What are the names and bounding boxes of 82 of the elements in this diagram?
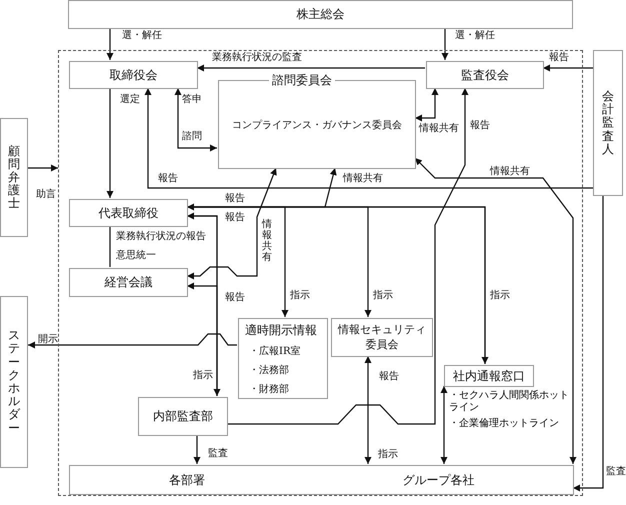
edge-label: 情報共有 bbox=[262, 219, 272, 263]
arrow bbox=[187, 168, 277, 280]
process-box bbox=[69, 61, 198, 89]
node-label: ステークホルダー bbox=[8, 329, 20, 435]
edge-label: 選定 bbox=[120, 94, 140, 106]
arrow bbox=[543, 64, 593, 72]
node-label: 適時開示情報 bbox=[245, 322, 317, 339]
dashed-boundary bbox=[58, 50, 583, 496]
edge-label: 報告 bbox=[379, 371, 399, 382]
process-box bbox=[331, 318, 433, 357]
note-label: 意思統一 bbox=[116, 250, 156, 262]
arrow bbox=[106, 29, 114, 60]
edge-label: 選・解任 bbox=[122, 30, 162, 42]
edge-label: 監査 bbox=[208, 448, 228, 460]
arrow bbox=[414, 158, 576, 464]
vertical-box bbox=[0, 118, 28, 237]
arrow bbox=[415, 88, 438, 122]
vertical-box bbox=[0, 296, 28, 468]
list-item: ・広報IR室 bbox=[249, 344, 300, 358]
node-label: コンプライアンス・ガバナンス委員会 bbox=[232, 118, 402, 132]
node-label: 社内通報窓口 bbox=[452, 368, 526, 384]
list-item: ・法務部 bbox=[249, 364, 289, 377]
vertical-box bbox=[593, 50, 623, 196]
process-box bbox=[68, 0, 573, 29]
edge-label: 選・解任 bbox=[455, 30, 495, 42]
arrow bbox=[227, 88, 468, 425]
edge-label: 業務執行状況の報告 bbox=[116, 231, 206, 242]
process-box bbox=[69, 465, 574, 495]
edge-label: 指示 bbox=[193, 370, 213, 382]
arrow bbox=[144, 88, 593, 189]
edge-label: 報告 bbox=[470, 120, 490, 132]
edge-label: 開示 bbox=[38, 334, 58, 346]
process-box bbox=[138, 397, 228, 436]
process-box bbox=[238, 318, 328, 399]
group-heading: 諮問委員会 bbox=[269, 73, 335, 88]
note-label: 指示 bbox=[378, 449, 398, 460]
arrow bbox=[194, 435, 200, 464]
arrow bbox=[187, 168, 337, 208]
node-label: 株主総会 bbox=[296, 7, 346, 22]
node-label: グループ各社 bbox=[401, 472, 476, 488]
node-label: 内部監査部 bbox=[152, 409, 214, 424]
edge-label: 報告 bbox=[225, 193, 245, 204]
edge-label: 報告 bbox=[225, 212, 245, 224]
arrow bbox=[106, 88, 114, 198]
arrow bbox=[573, 196, 604, 492]
edge-label: 情報共有 bbox=[343, 173, 383, 184]
arrow bbox=[174, 88, 217, 152]
node-label: 各部署 bbox=[168, 472, 206, 488]
node-label: 情報セキュリティ委員会 bbox=[336, 323, 427, 352]
edge-label: 指示 bbox=[373, 290, 393, 302]
edge-label: 指示 bbox=[290, 290, 310, 302]
arrow bbox=[442, 29, 448, 60]
node-label: 会計監査人 bbox=[602, 90, 614, 156]
node-label: 監査役会 bbox=[460, 68, 510, 82]
arrow bbox=[440, 386, 448, 464]
node-label: 代表取締役 bbox=[98, 206, 160, 220]
node-label: 取締役会 bbox=[108, 68, 158, 82]
edge-label: 報告 bbox=[225, 292, 245, 304]
edge-label: 答申 bbox=[182, 94, 202, 106]
process-box bbox=[69, 199, 188, 227]
process-box bbox=[426, 61, 544, 89]
connector-line bbox=[109, 226, 111, 267]
arrow bbox=[28, 333, 237, 348]
side-note: ・セクハラ人間関係ホットライン bbox=[449, 390, 569, 414]
edge-label: 業務執行状況の監査 bbox=[212, 52, 302, 64]
node-label: 顧問弁護士 bbox=[8, 144, 20, 210]
edge-label: 情報共有 bbox=[490, 166, 530, 178]
node-label: 経営会議 bbox=[104, 275, 154, 290]
process-box bbox=[444, 365, 534, 387]
edge-label: 指示 bbox=[490, 290, 510, 302]
process-box bbox=[69, 268, 188, 297]
arrow bbox=[364, 356, 372, 464]
edge-label: 報告 bbox=[158, 173, 178, 184]
edge-label: 情報共有 bbox=[419, 123, 459, 134]
arrow bbox=[197, 64, 425, 72]
arrow bbox=[28, 164, 58, 172]
side-note: ・企業倫理ホットライン bbox=[449, 418, 560, 430]
edge-label: 報告 bbox=[549, 52, 569, 64]
note-label: 諮問 bbox=[182, 131, 202, 142]
edge-label: 監査 bbox=[606, 466, 626, 478]
list-item: ・財務部 bbox=[249, 382, 289, 396]
edge-label: 助言 bbox=[36, 189, 56, 200]
